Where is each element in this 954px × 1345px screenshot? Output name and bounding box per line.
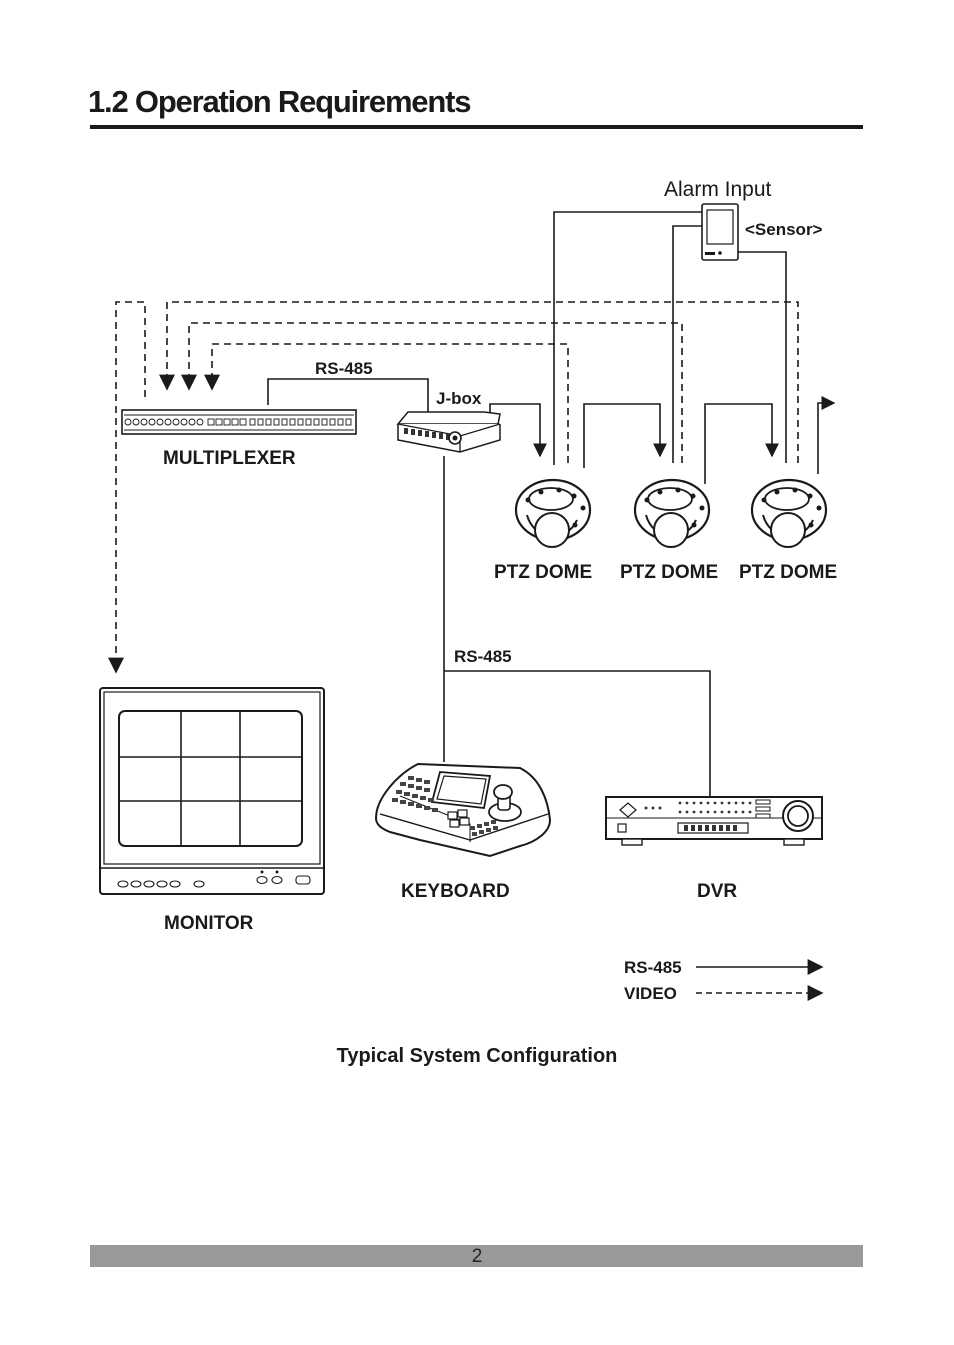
ptz-dome-camera: [750, 478, 828, 548]
ptz-dome-camera: [514, 478, 592, 548]
ptz-dome-label: PTZ DOME: [739, 562, 837, 583]
monitor-device: [99, 687, 325, 895]
rs485-lines: [267, 211, 836, 797]
alarm-sensor-icon: [701, 203, 739, 261]
rs485-mid-label: RS-485: [454, 647, 512, 666]
video-lines: [108, 301, 799, 674]
monitor-label: MONITOR: [164, 913, 254, 934]
page-title: 1.2 Operation Requirements: [88, 84, 471, 119]
legend-video-label: VIDEO: [624, 984, 677, 1003]
ptz-dome-label: PTZ DOME: [620, 562, 718, 583]
legend: RS-485 VIDEO: [624, 958, 824, 1003]
ptz-dome-camera: [633, 478, 711, 548]
figure-caption: Typical System Configuration: [336, 1045, 618, 1067]
jbox-device: [396, 411, 501, 453]
sensor-label: <Sensor>: [745, 220, 823, 239]
rs485-top-label: RS-485: [315, 359, 373, 378]
jbox-label: J-box: [436, 389, 482, 408]
multiplexer-device: [121, 409, 357, 435]
ptz-dome-label: PTZ DOME: [494, 562, 592, 583]
dvr-label: DVR: [697, 881, 737, 902]
dvr-device: [605, 796, 823, 846]
title-divider: [90, 125, 863, 129]
keyboard-controller: [374, 762, 552, 858]
multiplexer-label: MULTIPLEXER: [163, 448, 296, 469]
keyboard-label: KEYBOARD: [401, 881, 510, 902]
legend-rs485-label: RS-485: [624, 958, 682, 977]
footer-bar: [90, 1245, 863, 1267]
alarm-input-label: Alarm Input: [664, 178, 772, 201]
page-number: 2: [471, 1246, 483, 1267]
